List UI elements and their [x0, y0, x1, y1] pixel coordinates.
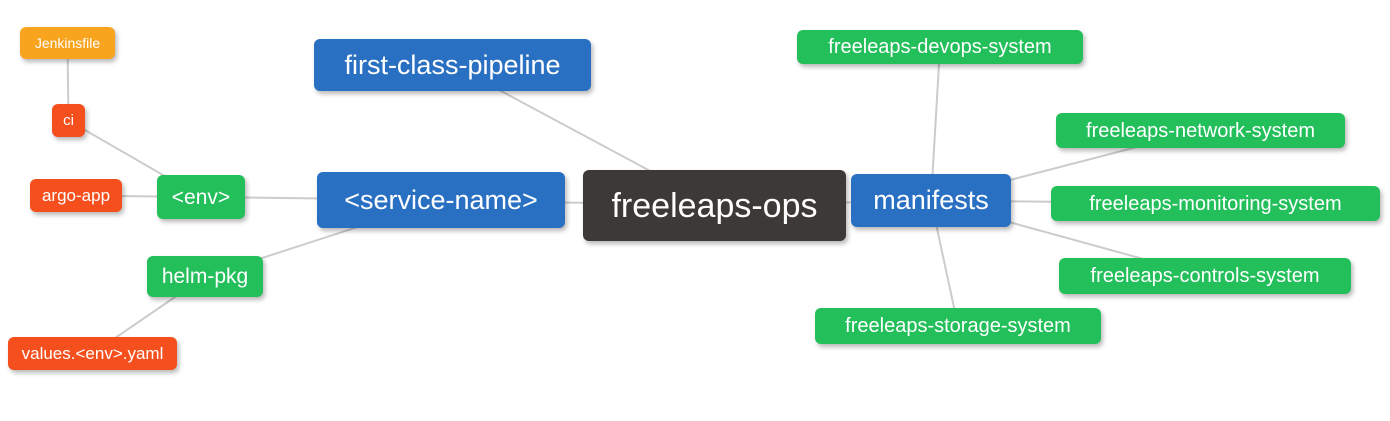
node-freeleaps-monitoring-system[interactable]: freeleaps-monitoring-system	[1051, 186, 1380, 221]
node-ci[interactable]: ci	[52, 104, 85, 137]
node-service-name[interactable]: <service-name>	[317, 172, 565, 228]
node-manifests[interactable]: manifests	[851, 174, 1011, 227]
node-values-env-yaml[interactable]: values.<env>.yaml	[8, 337, 177, 370]
node-jenkinsfile[interactable]: Jenkinsfile	[20, 27, 115, 59]
node-first-class-pipeline[interactable]: first-class-pipeline	[314, 39, 591, 91]
node-freeleaps-storage-system[interactable]: freeleaps-storage-system	[815, 308, 1101, 344]
node-freeleaps-controls-system[interactable]: freeleaps-controls-system	[1059, 258, 1351, 294]
node-freeleaps-network-system[interactable]: freeleaps-network-system	[1056, 113, 1345, 148]
node-freeleaps-ops[interactable]: freeleaps-ops	[583, 170, 846, 241]
node-env[interactable]: <env>	[157, 175, 245, 219]
node-freeleaps-devops-system[interactable]: freeleaps-devops-system	[797, 30, 1083, 64]
node-argo-app[interactable]: argo-app	[30, 179, 122, 212]
node-helm-pkg[interactable]: helm-pkg	[147, 256, 263, 297]
